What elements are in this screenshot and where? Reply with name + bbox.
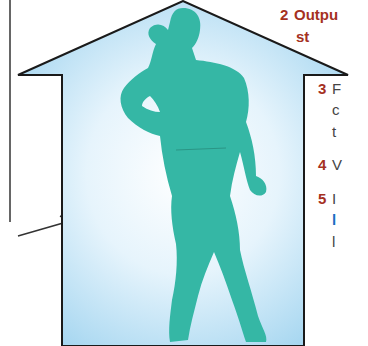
step-number: 5 [318,190,326,208]
step-text: l [332,233,335,251]
bracket-line [9,0,11,222]
muscle-line [176,148,226,150]
step-number: 2 [280,6,288,24]
step-number: 3 [318,80,326,98]
step-text: F [332,80,341,98]
step-text: st [296,28,309,46]
step-text: t [332,123,336,141]
house-arrow-shape [18,1,348,346]
step-text: V [332,156,342,174]
step-text: Outpu [294,6,338,24]
bodybuilder-figure [121,8,267,342]
step-text: I [332,190,336,208]
step-text: c [332,101,340,119]
step-number: 4 [318,156,326,174]
step-text: l [332,211,336,229]
